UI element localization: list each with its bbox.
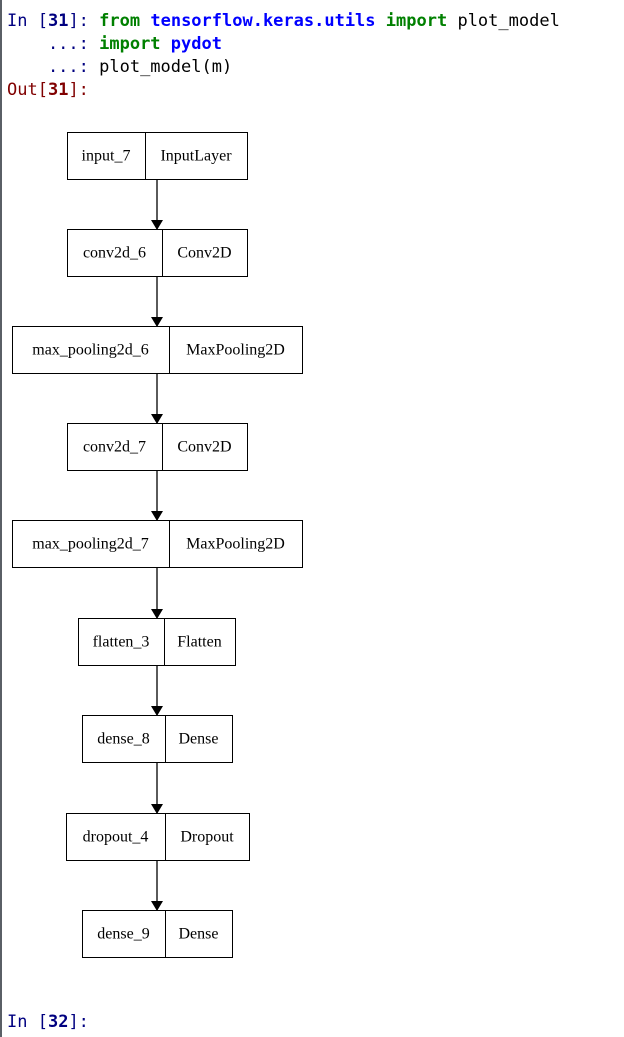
layer-type: MaxPooling2D [186,342,285,359]
keyword-import: import [99,34,161,54]
module-name: tensorflow.keras.utils [150,11,376,31]
layer-node: max_pooling2d_7 MaxPooling2D [12,520,303,568]
layer-node: dense_9 Dense [82,910,233,958]
layer-name: conv2d_6 [83,245,146,262]
layer-type: InputLayer [160,148,232,165]
layer-node: dense_8 Dense [82,715,233,763]
layer-box [12,520,303,568]
layer-type: Flatten [177,634,221,651]
layer-type: Conv2D [177,245,231,262]
layer-box [67,132,248,180]
console-left-border [0,0,2,1037]
layer-box [66,813,250,861]
layer-name: conv2d_7 [83,439,146,456]
continuation-prompt: ...: [7,57,100,77]
layer-name: max_pooling2d_7 [32,536,148,553]
input-prompt: In [31]: [7,11,100,31]
module-name: pydot [170,34,222,54]
input-prompt: In [32]: [7,1012,89,1032]
continuation-line-2[interactable]: ...: import pydot [7,33,222,55]
keyword-import: import [385,11,448,31]
layer-box [82,910,233,958]
layer-node: dropout_4 Dropout [66,813,250,861]
layer-type: MaxPooling2D [186,536,285,553]
layer-node: max_pooling2d_6 MaxPooling2D [12,326,303,374]
imported-name: plot_model [457,11,560,31]
keyword-from: from [99,11,141,31]
input-line-32[interactable]: In [32]: [7,1011,89,1033]
output-prompt-31: Out[31]: [7,80,89,100]
layer-name: flatten_3 [93,634,150,651]
layer-type: Dense [179,731,219,748]
layer-name: max_pooling2d_6 [32,342,148,359]
layer-type: Dense [179,926,219,943]
layer-box [12,326,303,374]
layer-box [67,423,248,471]
continuation-line-3[interactable]: ...: plot_model(m) [7,56,232,78]
input-line-31[interactable]: In [31]: from tensorflow.keras.utils imp… [7,10,560,32]
layer-node: conv2d_7 Conv2D [67,423,248,471]
code-call: plot_model(m) [99,57,233,77]
layer-box [82,715,233,763]
continuation-prompt: ...: [7,34,100,54]
layer-node: conv2d_6 Conv2D [67,229,248,277]
layer-node: flatten_3 Flatten [78,618,236,666]
layer-name: dense_9 [97,926,149,943]
layer-name: input_7 [82,148,131,165]
layer-box [78,618,236,666]
layer-type: Conv2D [177,439,231,456]
layer-type: Dropout [180,829,234,846]
layer-name: dense_8 [97,731,149,748]
layer-box [67,229,248,277]
layer-name: dropout_4 [83,829,149,846]
layer-node: input_7 InputLayer [67,132,248,180]
